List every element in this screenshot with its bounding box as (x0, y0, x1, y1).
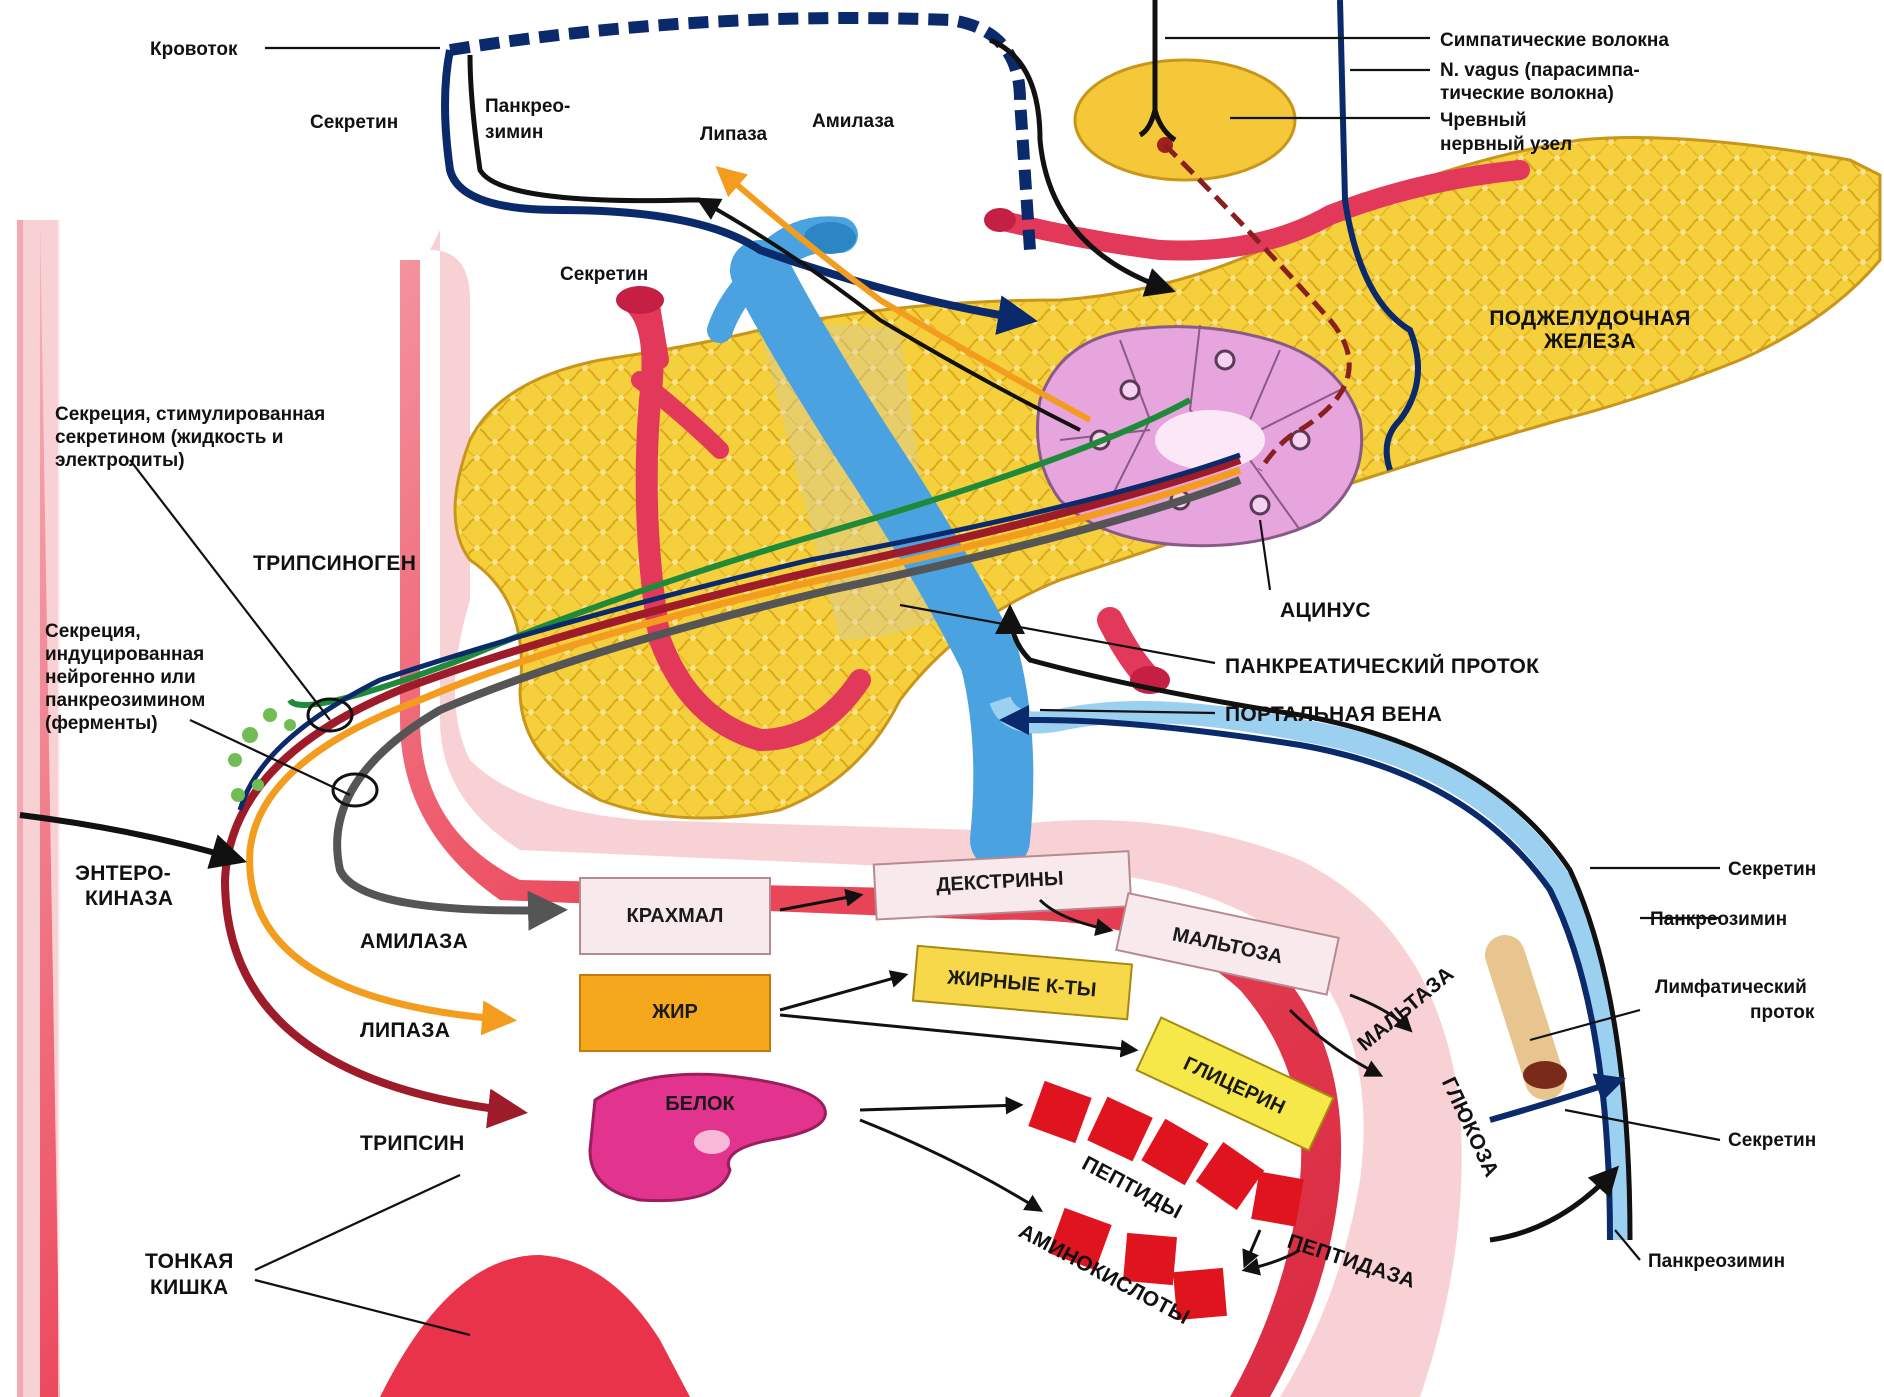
label-secretion-secretin-1: Секреция, стимулированная (55, 404, 325, 425)
label-secretion-secretin-3: электролиты) (55, 450, 185, 471)
label-secretion-neuro-5: (ферменты) (45, 713, 158, 734)
label-lipase-low: ЛИПАЗА (360, 1019, 450, 1042)
label-pancreas-1: ПОДЖЕЛУДОЧНАЯ (1489, 307, 1690, 330)
label-pancreozymin-right-2: Панкреозимин (1648, 1251, 1785, 1272)
label-amylase-top: Амилаза (812, 111, 895, 132)
label-secretin-top: Секретин (310, 112, 398, 133)
acinus (1038, 325, 1362, 546)
fat-label: ЖИР (651, 1001, 698, 1023)
label-pancreozymin-top-2: зимин (485, 122, 543, 143)
label-pancreas-2: ЖЕЛЕЗА (1543, 330, 1636, 353)
blood-flow-loop (445, 18, 1170, 320)
lymphatic-duct (1505, 955, 1567, 1089)
fat-box: ЖИР (580, 975, 770, 1051)
label-vagus-1: N. vagus (парасимпа- (1440, 60, 1640, 81)
label-blood-flow: Кровоток (150, 39, 238, 60)
label-portal-vein: ПОРТАЛЬНАЯ ВЕНА (1225, 703, 1442, 726)
starch-label: КРАХМАЛ (627, 905, 724, 927)
protein-shape: БЕЛОК (590, 1074, 825, 1200)
label-lymph-1: Лимфатический (1655, 977, 1807, 998)
label-secretion-neuro-4: панкреозимином (45, 690, 205, 711)
starch-box: КРАХМАЛ (580, 878, 770, 954)
label-trypsinogen: ТРИПСИНОГЕН (253, 552, 416, 575)
label-enterokinase-1: ЭНТЕРО- (75, 862, 171, 885)
label-small-intestine-2: КИШКА (150, 1276, 229, 1299)
label-vagus-2: тические волокна) (1440, 83, 1614, 104)
protein-label: БЕЛОК (665, 1093, 735, 1115)
label-small-intestine-1: ТОНКАЯ (145, 1250, 234, 1273)
label-pancreozymin-top-1: Панкрео- (485, 96, 570, 117)
label-celiac-1: Чревный (1440, 110, 1527, 131)
label-enterokinase-2: КИНАЗА (85, 887, 173, 910)
label-secretion-neuro-3: нейрогенно или (45, 667, 196, 688)
label-lymph-2: проток (1750, 1002, 1815, 1023)
label-secretion-secretin-2: секретином (жидкость и (55, 427, 283, 448)
label-secretin-right-2: Секретин (1728, 1130, 1816, 1151)
label-lipase-top: Липаза (700, 124, 767, 145)
label-celiac-2: нервный узел (1440, 134, 1572, 155)
label-acinus: АЦИНУС (1280, 599, 1371, 622)
label-sympathetic: Симпатические волокна (1440, 30, 1669, 51)
label-secretin-mid: Секретин (560, 264, 648, 285)
label-pancreozymin-right-1: Панкреозимин (1650, 909, 1787, 930)
fatty-acids-box: ЖИРНЫЕ К-ТЫ (913, 946, 1132, 1020)
label-amylase-low: АМИЛАЗА (360, 930, 468, 953)
label-secretion-neuro-1: Секреция, (45, 621, 141, 642)
label-secretion-neuro-2: индуцированная (45, 644, 204, 665)
label-pancreatic-duct: ПАНКРЕАТИЧЕСКИЙ ПРОТОК (1225, 654, 1539, 678)
label-secretin-right-1: Секретин (1728, 859, 1816, 880)
label-trypsin: ТРИПСИН (360, 1132, 465, 1155)
